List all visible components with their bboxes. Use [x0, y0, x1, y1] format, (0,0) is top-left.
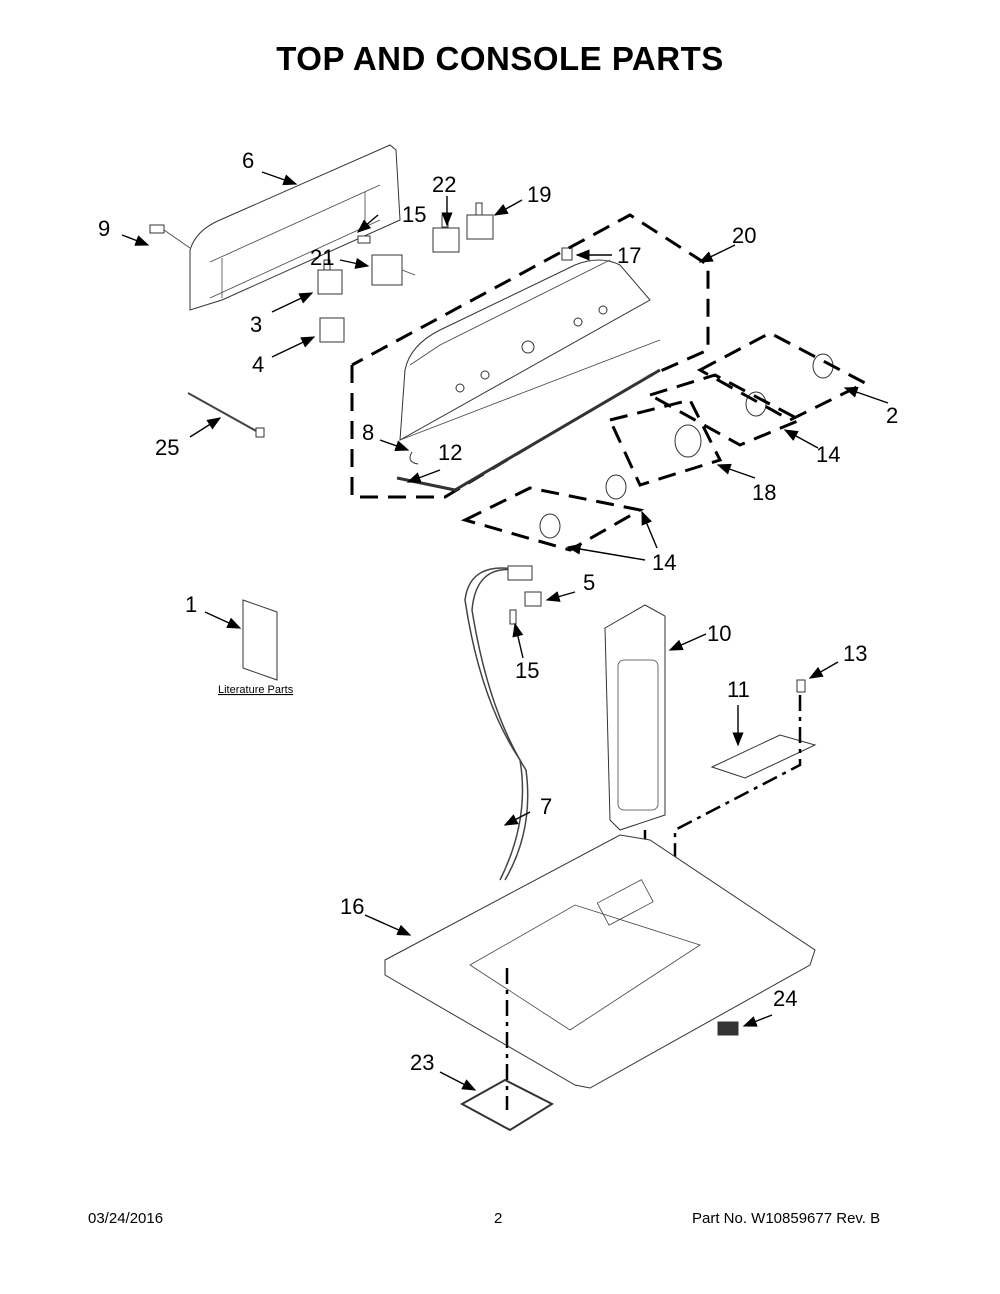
footer-part-number: Part No. W10859677 Rev. B: [692, 1210, 881, 1227]
part-10-lint-screen[interactable]: [604, 604, 666, 831]
part-25-wire-harness[interactable]: [187, 392, 265, 438]
part-21-timer[interactable]: [371, 254, 416, 286]
footer-page-number: 2: [494, 1210, 503, 1227]
callout-4: 4: [252, 352, 264, 377]
callout-14-upper: 14: [816, 442, 840, 467]
callout-17: 17: [617, 243, 641, 268]
part-11-cover[interactable]: [710, 734, 817, 779]
callout-5: 5: [583, 570, 595, 595]
part-15-screw-harness[interactable]: [509, 609, 517, 625]
part-6-console-rear-panel[interactable]: [189, 144, 401, 311]
group-outline-14-upper: [646, 373, 804, 447]
part-7-main-wire-harness[interactable]: [464, 567, 529, 881]
part-1-literature[interactable]: [242, 599, 278, 681]
callout-23: 23: [410, 1050, 434, 1075]
callout-13: 13: [843, 641, 867, 666]
part-19-switch[interactable]: [466, 202, 494, 240]
callout-6: 6: [242, 148, 254, 173]
part-18-knob[interactable]: [674, 424, 702, 458]
callout-22: 22: [432, 172, 456, 197]
callout-9: 9: [98, 216, 110, 241]
callout-21: 21: [310, 245, 334, 270]
footer-date: 03/24/2016: [88, 1210, 164, 1227]
assembly-line-13: [673, 695, 802, 880]
part-17-clip[interactable]: [561, 247, 573, 261]
callout-18: 18: [752, 480, 776, 505]
callout-2: 2: [886, 403, 898, 428]
callout-7: 7: [540, 794, 552, 819]
part-14-knob[interactable]: [539, 513, 561, 539]
callout-24: 24: [773, 986, 797, 1011]
part-14-knob[interactable]: [605, 474, 627, 500]
part-13-screw[interactable]: [796, 679, 806, 693]
callout-15-lower: 15: [515, 658, 539, 683]
callout-3: 3: [250, 312, 262, 337]
part-4-switch[interactable]: [319, 317, 345, 343]
callout-12: 12: [438, 440, 462, 465]
group-outline-18: [607, 398, 723, 487]
group-outline-14-lower: [460, 486, 645, 552]
callout-15: 15: [402, 202, 426, 227]
callout-8: 8: [362, 420, 374, 445]
page-title: TOP AND CONSOLE PARTS: [276, 40, 724, 77]
literature-parts-label: Literature Parts: [218, 684, 294, 696]
part-5-bracket[interactable]: [507, 565, 542, 607]
part-24-badge[interactable]: [717, 1021, 739, 1036]
callout-16: 16: [340, 894, 364, 919]
callout-10: 10: [707, 621, 731, 646]
callout-14-lower: 14: [652, 550, 676, 575]
group-outline-2: [696, 331, 869, 422]
part-22-switch[interactable]: [432, 214, 460, 253]
callout-20: 20: [732, 223, 756, 248]
callout-19: 19: [527, 182, 551, 207]
callout-11: 11: [727, 677, 750, 702]
callout-25: 25: [155, 435, 179, 460]
part-9-screw[interactable]: [149, 224, 191, 249]
part-3-switch[interactable]: [317, 259, 343, 295]
group-outline-20: [350, 213, 710, 499]
part-20-console[interactable]: [399, 259, 661, 441]
part-15-screw-top[interactable]: [357, 235, 371, 244]
callout-1: 1: [185, 592, 197, 617]
part-8-clip[interactable]: [409, 451, 419, 465]
part-16-top-panel[interactable]: [384, 834, 816, 1089]
